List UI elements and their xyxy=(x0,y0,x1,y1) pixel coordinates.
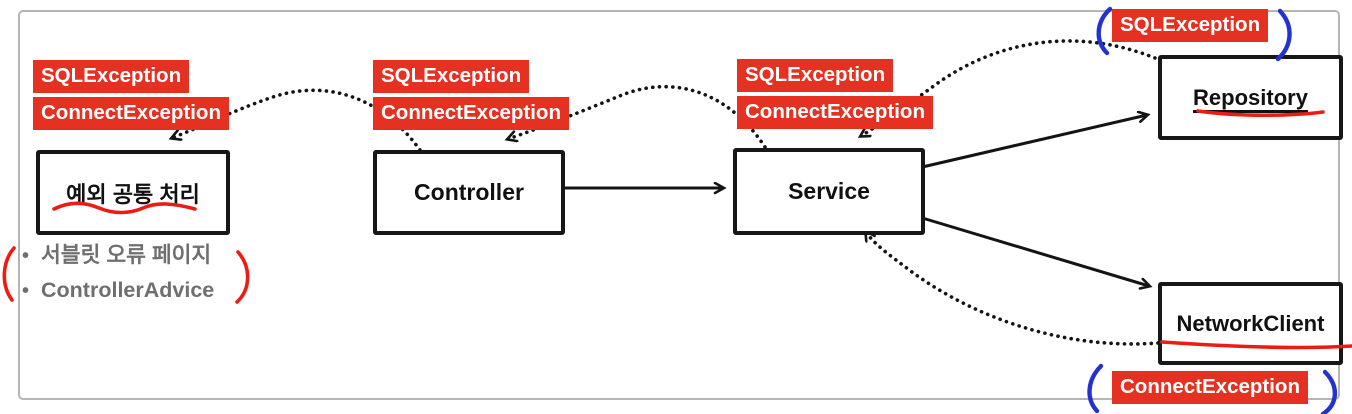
node-service: Service xyxy=(733,148,925,235)
bullet-icon: • xyxy=(22,280,30,302)
edge-service-to-repository xyxy=(917,115,1147,170)
badge-sqlexception-service: SQLException xyxy=(737,59,894,92)
node-repository: Repository xyxy=(1158,55,1343,140)
badge-sqlexception-common: SQLException xyxy=(33,60,190,93)
node-label-exception-common-handler: 예외 공통 처리 xyxy=(66,181,200,207)
edge-networkclient-to-service-dotted xyxy=(866,232,1160,346)
note-servlet-error-page: 서블릿 오류 페이지 xyxy=(41,243,212,267)
note-controlleradvice: ControllerAdvice xyxy=(41,278,215,302)
slide-frame xyxy=(18,10,1340,400)
badge-connectexception-networkclient: ConnectException xyxy=(1112,371,1308,404)
node-label-repository: Repository xyxy=(1193,84,1308,110)
node-label-service: Service xyxy=(788,178,870,204)
node-label-controller: Controller xyxy=(414,179,524,205)
node-exception-common-handler: 예외 공통 처리 xyxy=(36,150,230,235)
bullet-icon: • xyxy=(22,245,30,267)
list-item: • ControllerAdvice xyxy=(22,273,214,308)
node-networkclient: NetworkClient xyxy=(1158,282,1343,365)
node-controller: Controller xyxy=(373,150,565,235)
notes-list: • 서블릿 오류 페이지 • ControllerAdvice xyxy=(22,238,214,308)
badge-sqlexception-controller: SQLException xyxy=(373,60,530,93)
list-item: • 서블릿 오류 페이지 xyxy=(22,238,214,273)
badge-sqlexception-repository: SQLException xyxy=(1112,9,1269,42)
edge-service-to-networkclient xyxy=(918,215,1149,286)
badge-connectexception-service: ConnectException xyxy=(737,96,933,129)
node-label-networkclient: NetworkClient xyxy=(1176,310,1325,336)
badge-connectexception-common: ConnectException xyxy=(33,97,229,130)
badge-connectexception-controller: ConnectException xyxy=(373,97,569,130)
